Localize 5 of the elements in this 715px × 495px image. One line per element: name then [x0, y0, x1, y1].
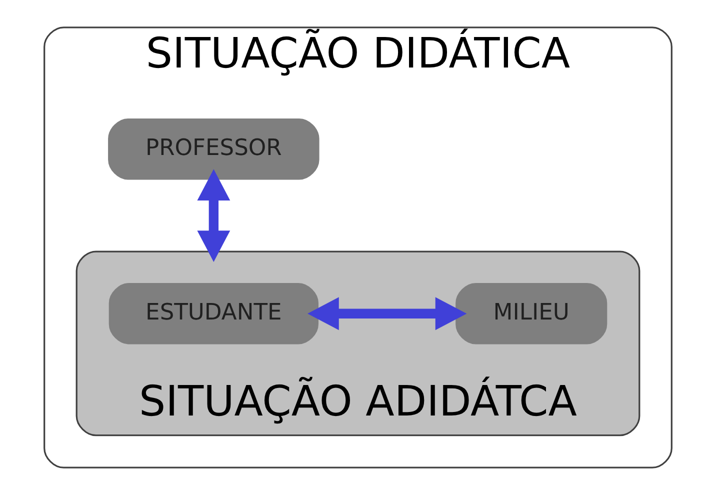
arrow — [307, 297, 466, 330]
node-box: MILIEU — [455, 282, 607, 344]
arrow — [196, 169, 230, 262]
node-box: ESTUDANTE — [108, 282, 318, 344]
node-box: PROFESSOR — [108, 118, 319, 180]
